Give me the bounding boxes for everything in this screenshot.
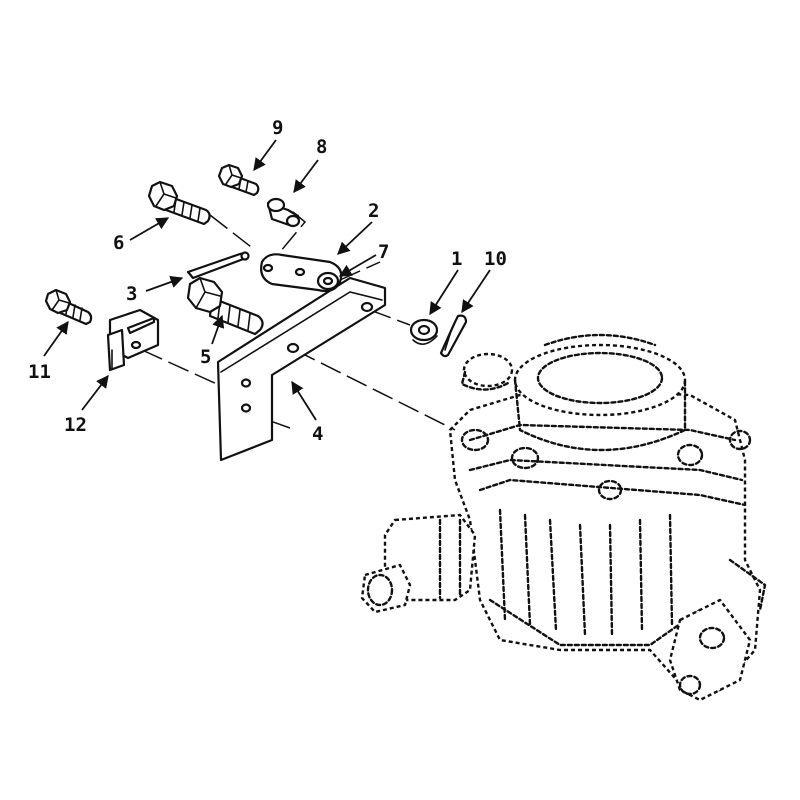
spacer-8 [266, 197, 301, 228]
arrow-6 [129, 217, 170, 241]
callout-1: 1 [451, 248, 462, 270]
arrow-10 [461, 269, 491, 314]
arrow-3 [145, 275, 184, 292]
callout-labels: 1 2 3 4 5 6 7 8 9 10 11 12 [28, 117, 507, 445]
arrow-11 [43, 320, 69, 357]
callout-4: 4 [312, 423, 323, 445]
arrow-12 [81, 374, 109, 411]
arrow-8 [293, 159, 319, 194]
arrow-2 [337, 221, 373, 255]
carburetor-phantom [360, 333, 767, 702]
arrow-9 [253, 139, 277, 172]
bolt-9 [217, 163, 260, 197]
callout-2: 2 [368, 200, 379, 222]
callout-11: 11 [28, 361, 51, 383]
washer-large [409, 318, 439, 345]
callout-12: 12 [64, 414, 87, 436]
arrow-7 [338, 254, 377, 277]
washer-small [316, 271, 340, 291]
callout-6: 6 [113, 232, 124, 254]
bolt-large-5 [186, 276, 264, 336]
callout-5: 5 [200, 346, 211, 368]
clip-12 [106, 308, 160, 372]
callout-7: 7 [378, 241, 389, 263]
cotter-pin [186, 251, 250, 280]
bolt-6 [147, 180, 211, 226]
callout-3: 3 [126, 283, 137, 305]
arrow-1 [429, 269, 459, 316]
callout-10: 10 [484, 248, 507, 270]
callout-8: 8 [316, 136, 327, 158]
mounting-bracket [216, 276, 387, 462]
arrow-5 [211, 314, 225, 345]
arrow-4 [291, 380, 317, 421]
screw-11 [44, 288, 93, 326]
cotter-pin-10 [439, 314, 468, 358]
callout-arrows [43, 139, 491, 421]
callout-9: 9 [272, 117, 283, 139]
